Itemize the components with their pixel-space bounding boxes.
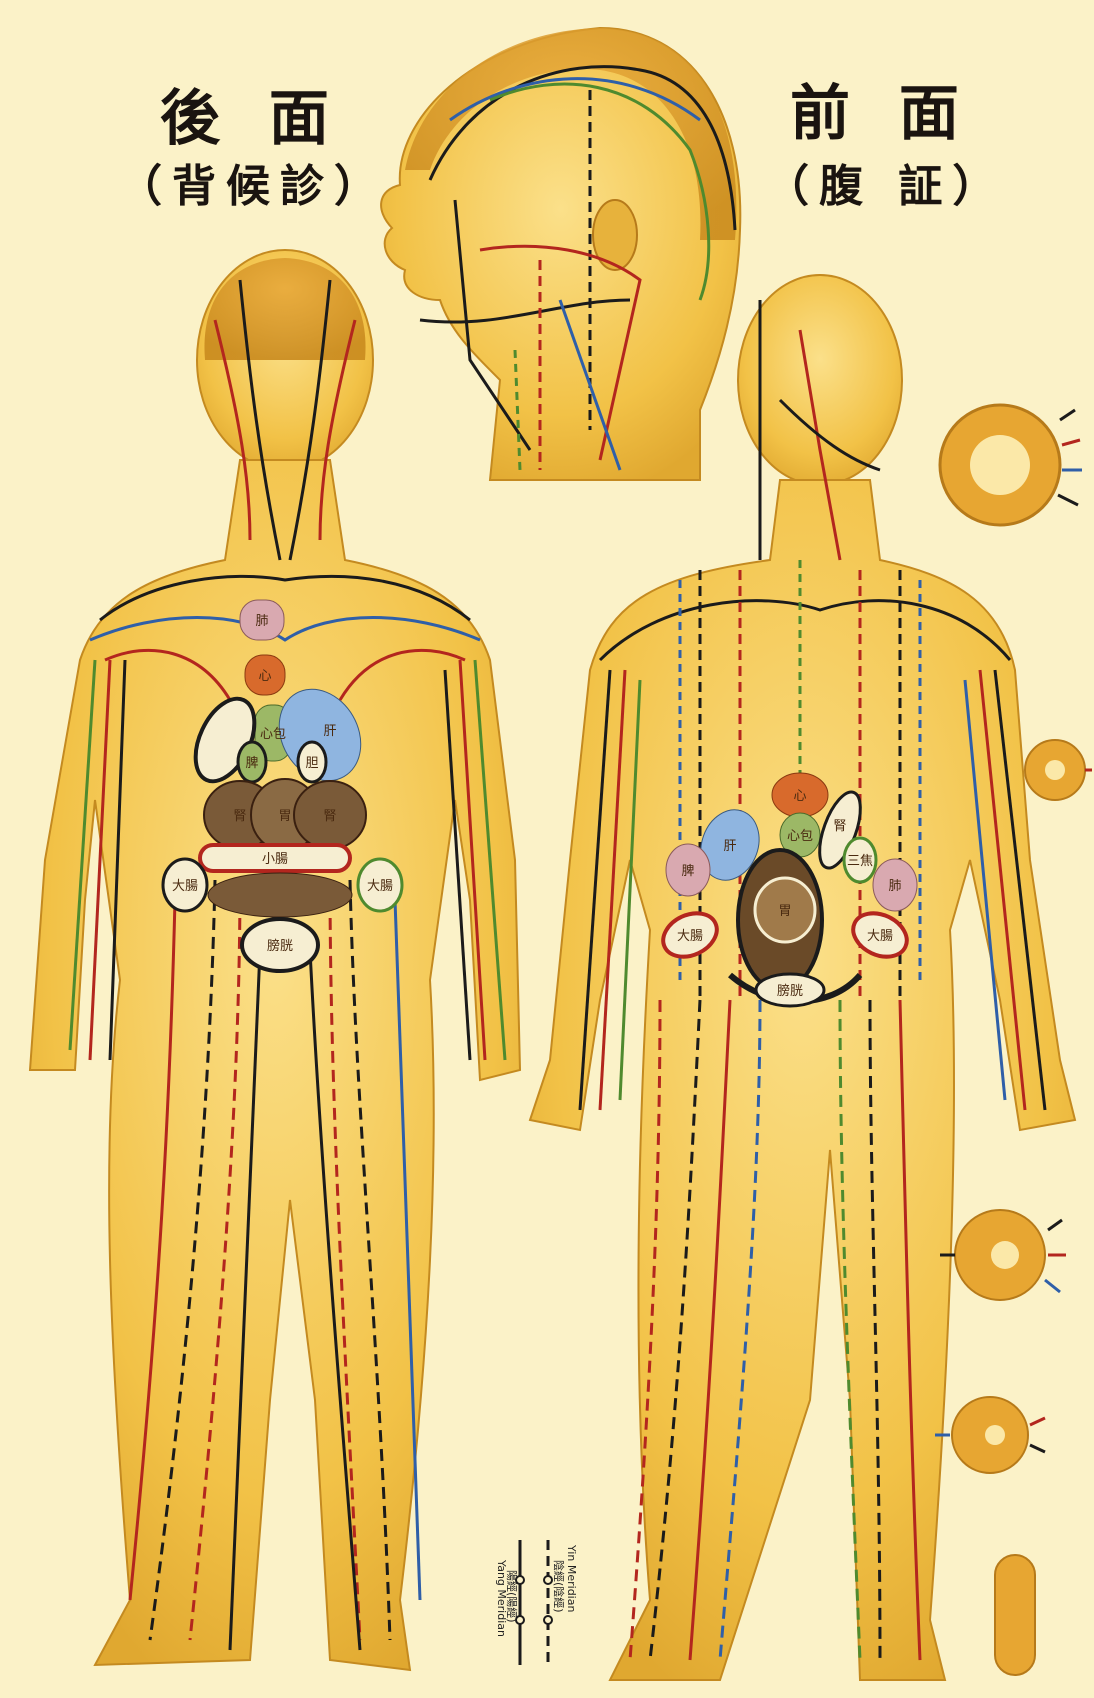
back-view-subtitle: （背候診）	[118, 150, 388, 214]
profile-head	[381, 28, 740, 480]
organ-label: 脾	[681, 864, 694, 879]
organ-label: 心包	[260, 727, 286, 742]
organ-label: 腎	[233, 809, 246, 824]
organ-label: 小腸	[262, 852, 288, 867]
back-view-title: 後 面	[160, 70, 343, 157]
organ-label: 肝	[323, 724, 336, 739]
organ-label: 肺	[888, 879, 901, 894]
legend-yang-cn: 陽經(陽經)	[505, 1570, 519, 1623]
organ-label: 胃	[778, 904, 791, 919]
organ-label: 心	[793, 789, 806, 804]
organ-label: 大腸	[677, 929, 703, 944]
organ-label: 大腸	[367, 879, 393, 894]
organ-label: 心包	[787, 829, 813, 844]
organ-label: 肝	[723, 839, 736, 854]
organ-label: 腎	[833, 819, 846, 834]
organ-label: 膀胱	[777, 983, 803, 999]
organ-label: 脾	[245, 756, 258, 771]
organ-label: 肺	[255, 614, 268, 629]
meridian-legend: Yin Meridian 陰經(陰經) Yang Meridian 陽經(陽經)	[495, 1540, 578, 1665]
organ-label: 心	[258, 669, 271, 684]
organ-label: 胃	[278, 809, 291, 824]
front-view-title: 前 面	[790, 65, 973, 152]
organ-label: 腎	[323, 809, 336, 824]
organ-label: 三焦	[847, 854, 873, 869]
organ-label: 膀胱	[267, 938, 293, 954]
legend-yin-label: Yin Meridian	[565, 1544, 578, 1612]
front-view-subtitle: （腹 証）	[765, 150, 1006, 214]
organ-label: 大腸	[172, 879, 198, 894]
organ-label: 大腸	[867, 929, 893, 944]
legend-yin-cn: 陰經(陰經)	[552, 1560, 566, 1613]
organ-label: 胆	[305, 756, 318, 771]
